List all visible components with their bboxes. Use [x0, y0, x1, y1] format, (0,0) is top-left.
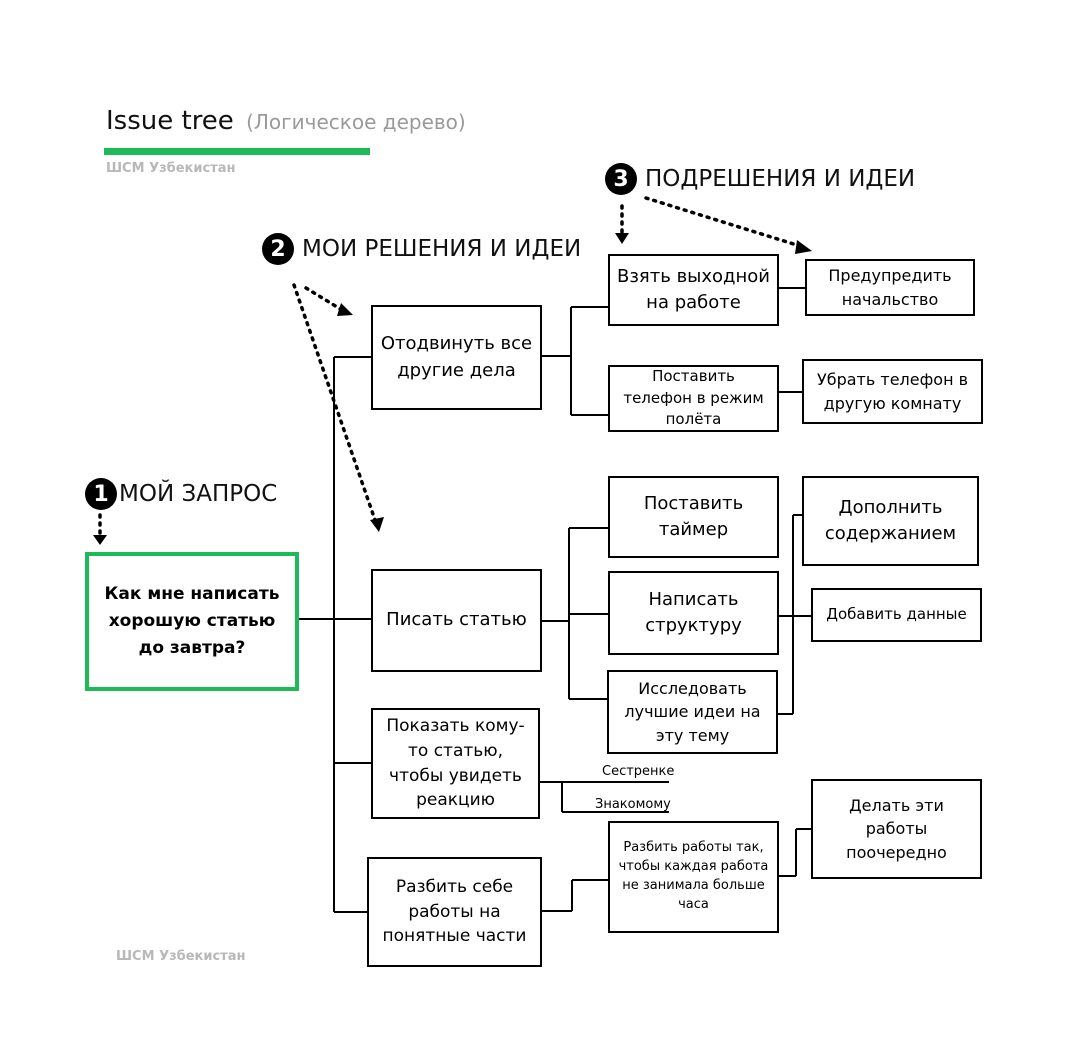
node-add-data: Добавить данные: [811, 588, 982, 642]
arrow-head: [370, 517, 384, 532]
node-structure: Написать структуру: [608, 571, 779, 655]
diagram-title: Issue tree (Логическое дерево): [106, 106, 466, 136]
section-solutions: 2 МОИ РЕШЕНИЯ И ИДЕИ: [262, 233, 581, 265]
title-main: Issue tree: [106, 106, 234, 136]
section-request-label: МОЙ ЗАПРОС: [119, 481, 278, 507]
leaf-friend: Знакомому: [595, 797, 671, 812]
title-subtitle: (Логическое дерево): [246, 110, 466, 134]
step-1-badge: 1: [85, 478, 117, 510]
node-split-tasks: Разбить себе работы на понятные части: [367, 857, 542, 967]
footer-watermark: ШСМ Узбекистан: [116, 949, 246, 964]
section-solutions-label: МОИ РЕШЕНИЯ И ИДЕИ: [302, 236, 582, 262]
arrow-head: [795, 240, 812, 254]
title-underline: [104, 148, 370, 155]
dotted-arrow: [304, 286, 344, 312]
node-show-someone: Показать кому-то статью, чтобы увидеть р…: [371, 708, 540, 819]
node-push-aside: Отодвинуть все другие дела: [371, 305, 542, 410]
node-sequential: Делать эти работы поочередно: [811, 779, 982, 879]
node-airplane-mode: Поставить телефон в режим полёта: [608, 365, 779, 432]
node-warn-boss: Предупредить начальство: [805, 259, 975, 316]
arrow-head: [615, 233, 629, 244]
arrow-head: [93, 535, 107, 545]
node-write-article: Писать статью: [371, 569, 542, 672]
node-day-off: Взять выходной на работе: [608, 254, 779, 326]
step-2-badge: 2: [262, 233, 294, 265]
header-watermark: ШСМ Узбекистан: [106, 161, 236, 176]
step-3-badge: 3: [605, 163, 637, 195]
leaf-sister: Сестренке: [602, 764, 675, 779]
dotted-arrow: [292, 283, 377, 522]
dotted-arrow: [644, 196, 802, 248]
arrow-head: [337, 303, 353, 316]
section-request: 1 МОЙ ЗАПРОС: [85, 478, 277, 510]
section-subsolutions-label: ПОДРЕШЕНИЯ И ИДЕИ: [645, 166, 916, 192]
root-question-node: Как мне написать хорошую статью до завтр…: [85, 552, 299, 691]
node-timer: Поставить таймер: [608, 476, 779, 558]
section-subsolutions: 3 ПОДРЕШЕНИЯ И ИДЕИ: [605, 163, 915, 195]
node-add-content: Дополнить содержанием: [802, 476, 979, 566]
node-phone-room: Убрать телефон в другую комнату: [802, 359, 983, 424]
node-split-hour: Разбить работы так, чтобы каждая работа …: [608, 821, 779, 933]
node-research: Исследовать лучшие идеи на эту тему: [607, 670, 778, 754]
